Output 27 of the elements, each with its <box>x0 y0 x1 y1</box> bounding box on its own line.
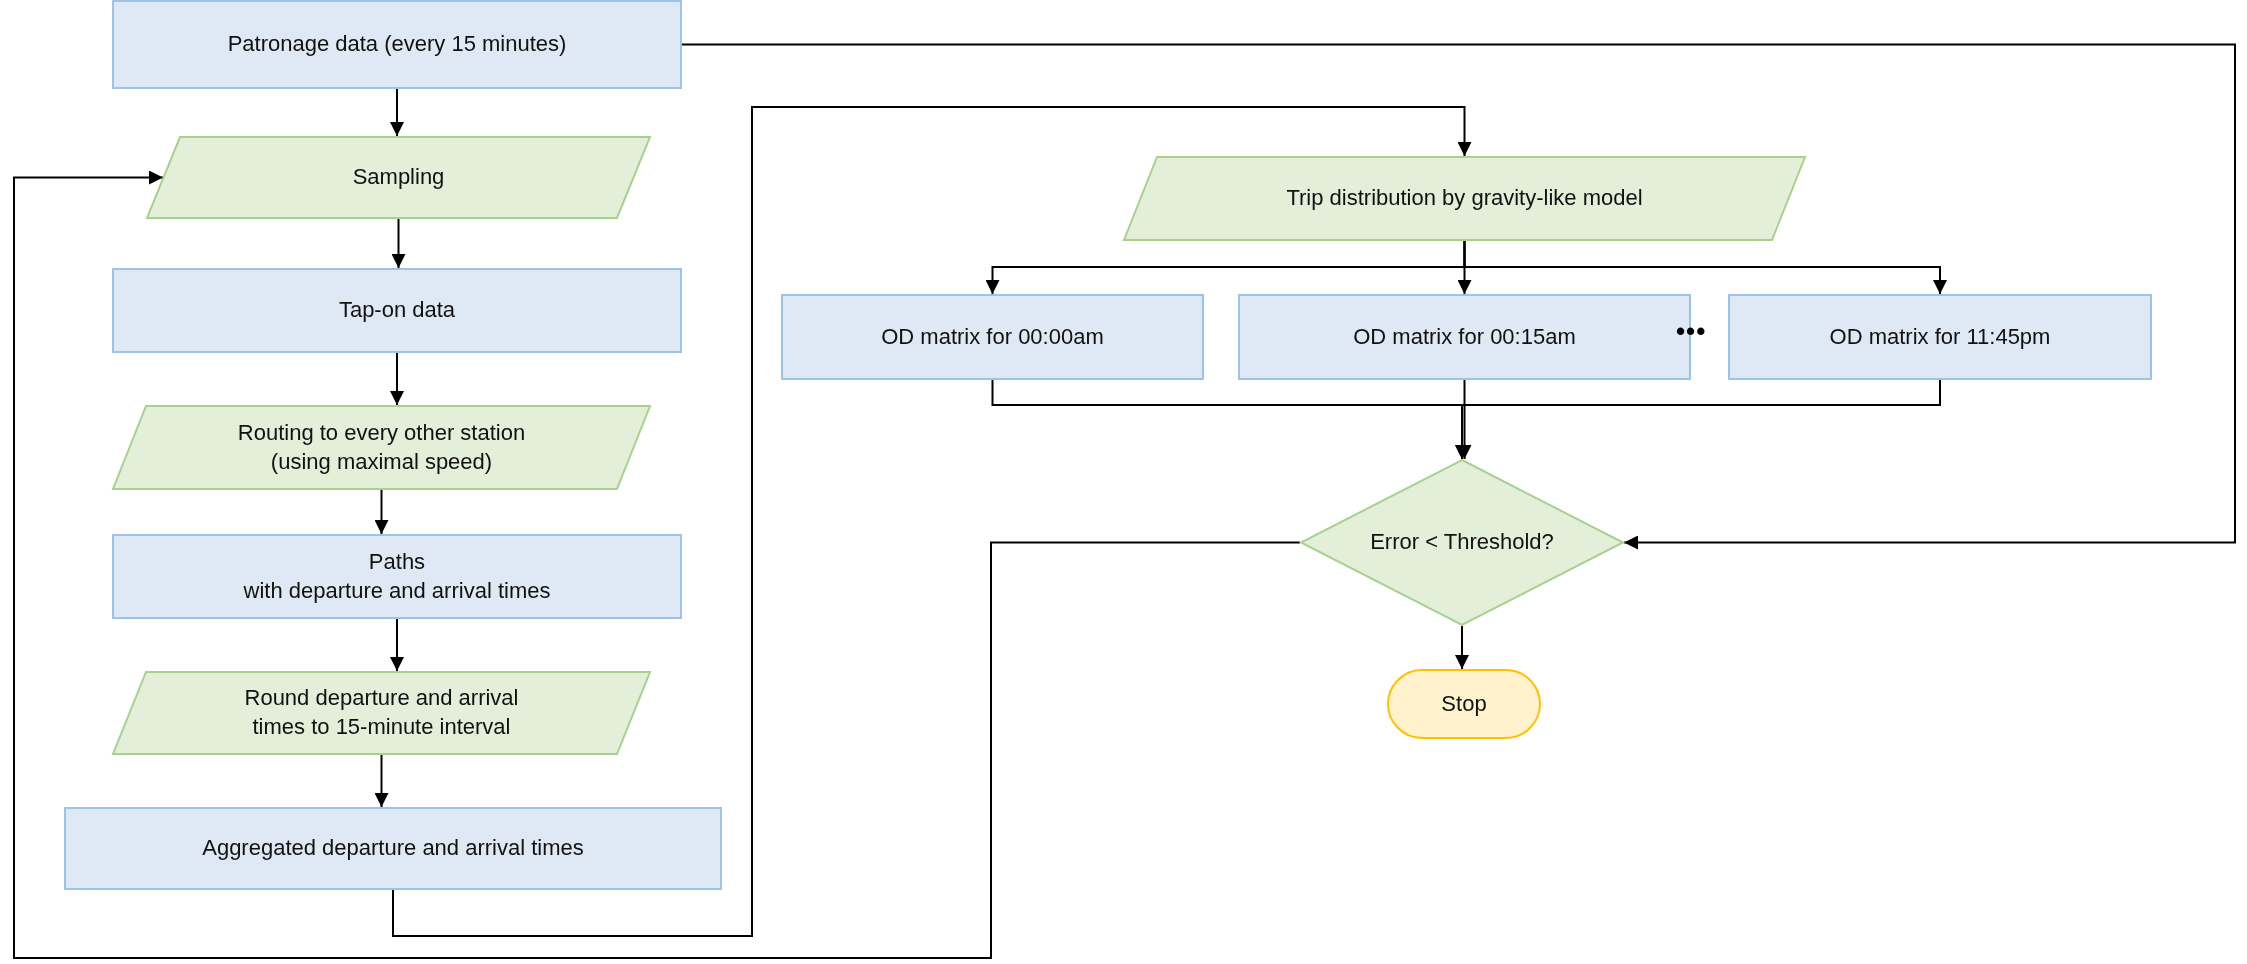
node-label: Tap-on data <box>338 296 456 325</box>
arrow <box>1455 379 1941 460</box>
arrow <box>392 106 1472 937</box>
arrow <box>390 88 404 137</box>
arrow <box>1463 240 1947 295</box>
node-label: with departure and arrival times <box>243 576 551 605</box>
node-label: Aggregated departure and arrival times <box>202 834 584 863</box>
arrow <box>1455 625 1469 670</box>
node-label: OD matrix for 11:45pm <box>1829 322 2051 351</box>
node-label: Paths <box>368 547 426 576</box>
arrow <box>390 352 404 406</box>
node-label: Routing to every other station (using maximal speed) <box>236 418 527 476</box>
arrow <box>391 218 406 269</box>
node-label: OD matrix for 00:00am <box>881 322 1104 351</box>
arrow <box>681 43 2236 550</box>
node-label: Error < Threshold? <box>1370 528 1554 557</box>
arrow <box>374 489 389 535</box>
arrow <box>13 170 1301 959</box>
node-label: Patronage data (every 15 minutes) <box>227 30 567 59</box>
node-label: Sampling <box>352 163 445 192</box>
ellipsis-label: ••• <box>1676 316 1707 347</box>
arrow <box>374 754 389 808</box>
node-label: Round departure and arrival times to 15-minute interval <box>243 684 520 741</box>
arrow <box>390 618 404 672</box>
node-label: Trip distribution by gravity-like model <box>1286 184 1643 213</box>
node-label: Stop <box>1441 689 1487 718</box>
node-label: OD matrix for 00:15am <box>1353 322 1576 351</box>
